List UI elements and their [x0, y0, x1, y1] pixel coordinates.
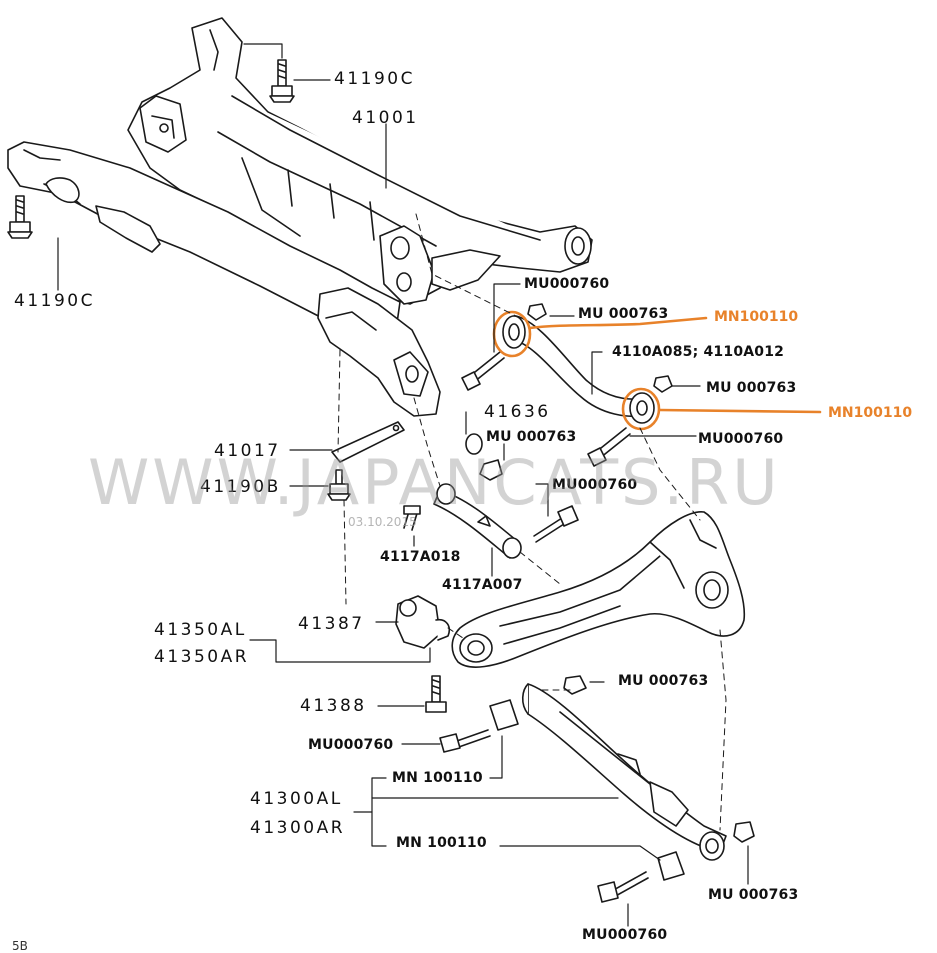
- label-4110a085-4110a012: 4110A085; 4110A012: [612, 344, 785, 360]
- watermark-date: 03.10.2015: [348, 515, 417, 529]
- label-41001: 41001: [352, 108, 419, 128]
- watermark-site: WWW.JAPANCATS.RU: [88, 446, 781, 519]
- label-41190b: 41190B: [200, 477, 281, 497]
- label-mn100110-lower-upper: MN 100110: [392, 770, 483, 786]
- bushing-mount-41387: [395, 595, 451, 649]
- label-41350ar: 41350AR: [154, 647, 250, 667]
- label-41300al: 41300AL: [250, 789, 343, 809]
- label-mu000760-lower-left: MU000760: [308, 737, 394, 753]
- label-41190c-top: 41190C: [334, 69, 415, 89]
- label-mn100110-lower-lower: MN 100110: [396, 835, 487, 851]
- label-mu000763-upper-left: MU 000763: [578, 306, 669, 322]
- toe-link: [403, 433, 579, 559]
- bracket-41017: [331, 421, 405, 463]
- label-mu000760-upper-right: MU000760: [698, 431, 784, 447]
- label-4117a007: 4117A007: [442, 577, 523, 593]
- label-41636: 41636: [484, 402, 551, 422]
- bolt-41190c-top: [269, 59, 295, 103]
- label-4117a018: 4117A018: [380, 549, 461, 565]
- label-mu000763-lower: MU 000763: [618, 673, 709, 689]
- label-41190c-left: 41190C: [14, 291, 95, 311]
- bolt-41388: [425, 675, 447, 713]
- lower-control-arm: [439, 675, 755, 903]
- label-41350al: 41350AL: [154, 620, 247, 640]
- leader-lines: [57, 43, 749, 927]
- label-mu000763-mid: MU 000763: [486, 429, 577, 445]
- label-41300ar: 41300AR: [250, 818, 346, 838]
- trailing-arm-knuckle: [451, 511, 746, 668]
- label-mn100110-highlight-lower: MN100110: [828, 405, 913, 421]
- bolt-41190c-left: [7, 195, 33, 239]
- label-mu000760-upper-left: MU000760: [524, 276, 610, 292]
- upper-control-arm: [461, 303, 673, 467]
- label-41388: 41388: [300, 696, 367, 716]
- label-mn100110-highlight-upper: MN100110: [714, 309, 799, 325]
- label-mu000760-mid: MU000760: [552, 477, 638, 493]
- corner-fragment-text: 5B: [12, 939, 28, 953]
- label-mu000763-upper-right: MU 000763: [706, 380, 797, 396]
- label-mu000760-bottom: MU000760: [582, 927, 668, 943]
- label-41017: 41017: [214, 441, 281, 461]
- bolt-41190b: [327, 469, 351, 501]
- label-41387: 41387: [298, 614, 365, 634]
- label-mu000763-bottom: MU 000763: [708, 887, 799, 903]
- assembly-dashed-lines: [337, 213, 727, 831]
- subframe-crossmember: [7, 17, 593, 417]
